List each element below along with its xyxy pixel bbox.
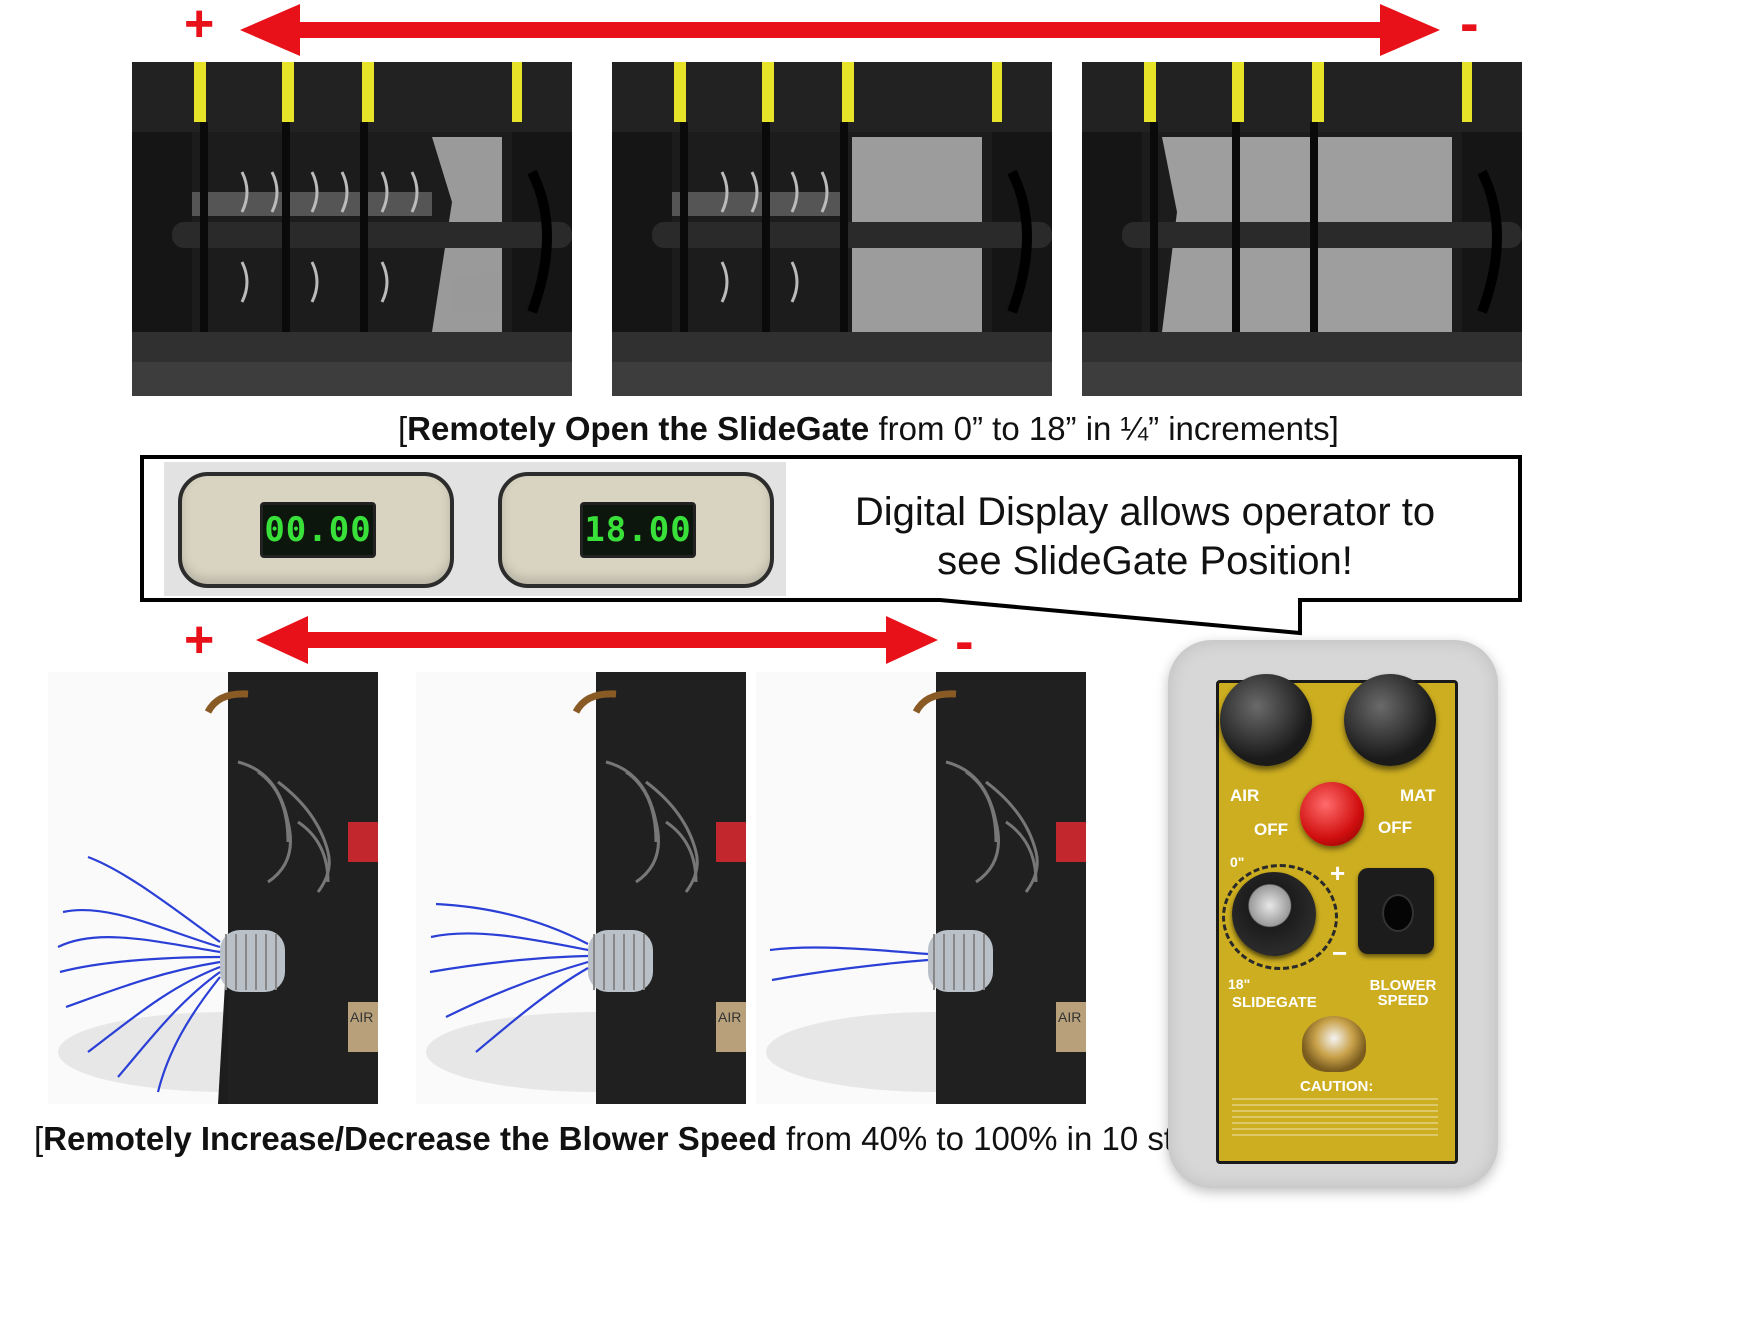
bottom-plus-sign: + (184, 611, 215, 669)
lcd-screen-2: 18.00 (580, 502, 696, 558)
blower-photo-low: AIR (756, 672, 1086, 1104)
lcd-reading-2: 18.00 (584, 510, 692, 550)
slidegate-photo-open (1082, 62, 1522, 396)
blower-caption-open: [ (34, 1120, 44, 1157)
remote-control: AIR MAT OFF OFF 0" 18" SLIDEGATE + − BLO… (1168, 640, 1498, 1188)
minus-label: − (1332, 938, 1348, 968)
airflow-lines-icon (57, 855, 221, 1093)
air-label: AIR (1230, 786, 1260, 805)
slidegate-caption-rest: from 0” to 18” in ¼” increments] (869, 410, 1339, 447)
callout-line-2: see SlideGate Position! (937, 539, 1353, 583)
airflow-lines-icon (429, 902, 589, 1053)
blower-switch-lever (1382, 894, 1414, 932)
emergency-stop-button[interactable] (1300, 782, 1364, 846)
blower-label-line-2: SPEED (1377, 992, 1429, 1009)
callout-line-1: Digital Display allows operator to (854, 490, 1436, 534)
slidegate-closed-illustration (132, 62, 572, 396)
blower-high-illustration: AIR (48, 672, 378, 1104)
slidegate-photo-partial (612, 62, 1052, 396)
blower-photo-medium: AIR (416, 672, 746, 1104)
flame-logo-icon (605, 760, 699, 893)
off-label-right: OFF (1378, 818, 1412, 837)
callout-text: Digital Display allows operator to see S… (830, 488, 1460, 586)
machine-label-3: AIR (1058, 1009, 1081, 1025)
caution-fine-print (1232, 1098, 1438, 1138)
slidegate-partial-illustration (612, 62, 1052, 396)
slidegate-label: SLIDEGATE (1232, 994, 1317, 1011)
off-label-left: OFF (1254, 820, 1288, 839)
digital-display-2: 18.00 (498, 472, 774, 588)
mat-joystick-button[interactable] (1344, 674, 1436, 766)
top-plus-sign: + (184, 0, 215, 53)
double-arrow-icon (256, 616, 938, 664)
airflow-lines-icon (769, 946, 929, 982)
eighteen-inch-label: 18" (1228, 976, 1251, 992)
slidegate-caption-open: [ (398, 410, 408, 447)
blower-caption-bold: Remotely Increase/Decrease the Blower Sp… (43, 1120, 777, 1157)
slidegate-dial-ring (1222, 864, 1338, 970)
machine-label-1: AIR (350, 1009, 373, 1025)
blower-speed-switch[interactable] (1358, 868, 1434, 954)
plus-label: + (1330, 858, 1346, 888)
zero-inch-label: 0" (1230, 854, 1245, 870)
slidegate-photo-closed (132, 62, 572, 396)
lcd-reading-1: 00.00 (264, 510, 372, 550)
air-joystick-button[interactable] (1220, 674, 1312, 766)
blower-label-line-1: BLOWER (1369, 977, 1437, 994)
digital-display-1: 00.00 (178, 472, 454, 588)
slidegate-caption-bold: Remotely Open the SlideGate (407, 410, 870, 447)
flame-logo-icon (237, 760, 331, 893)
blower-low-illustration: AIR (756, 672, 1086, 1104)
mat-label: MAT (1400, 786, 1436, 805)
blower-medium-illustration: AIR (416, 672, 746, 1104)
blower-caption: [Remotely Increase/Decrease the Blower S… (34, 1120, 1235, 1158)
flame-logo-icon (945, 760, 1039, 893)
blower-caption-rest: from 40% to 100% in 10 steps] (776, 1120, 1236, 1157)
slidegate-knob[interactable] (1232, 872, 1316, 956)
slidegate-caption: [Remotely Open the SlideGate from 0” to … (398, 410, 1339, 448)
double-arrow-icon (240, 4, 1440, 56)
top-minus-sign: - (1460, 0, 1479, 54)
bottom-minus-sign: - (955, 609, 974, 672)
lcd-screen-1: 00.00 (260, 502, 376, 558)
blower-speed-label: BLOWER SPEED (1368, 978, 1438, 1008)
caution-label: CAUTION: (1300, 1078, 1374, 1095)
blower-photo-high: AIR (48, 672, 378, 1104)
slidegate-open-illustration (1082, 62, 1522, 396)
machine-label-2: AIR (718, 1009, 741, 1025)
eagle-logo-icon (1302, 1016, 1366, 1072)
